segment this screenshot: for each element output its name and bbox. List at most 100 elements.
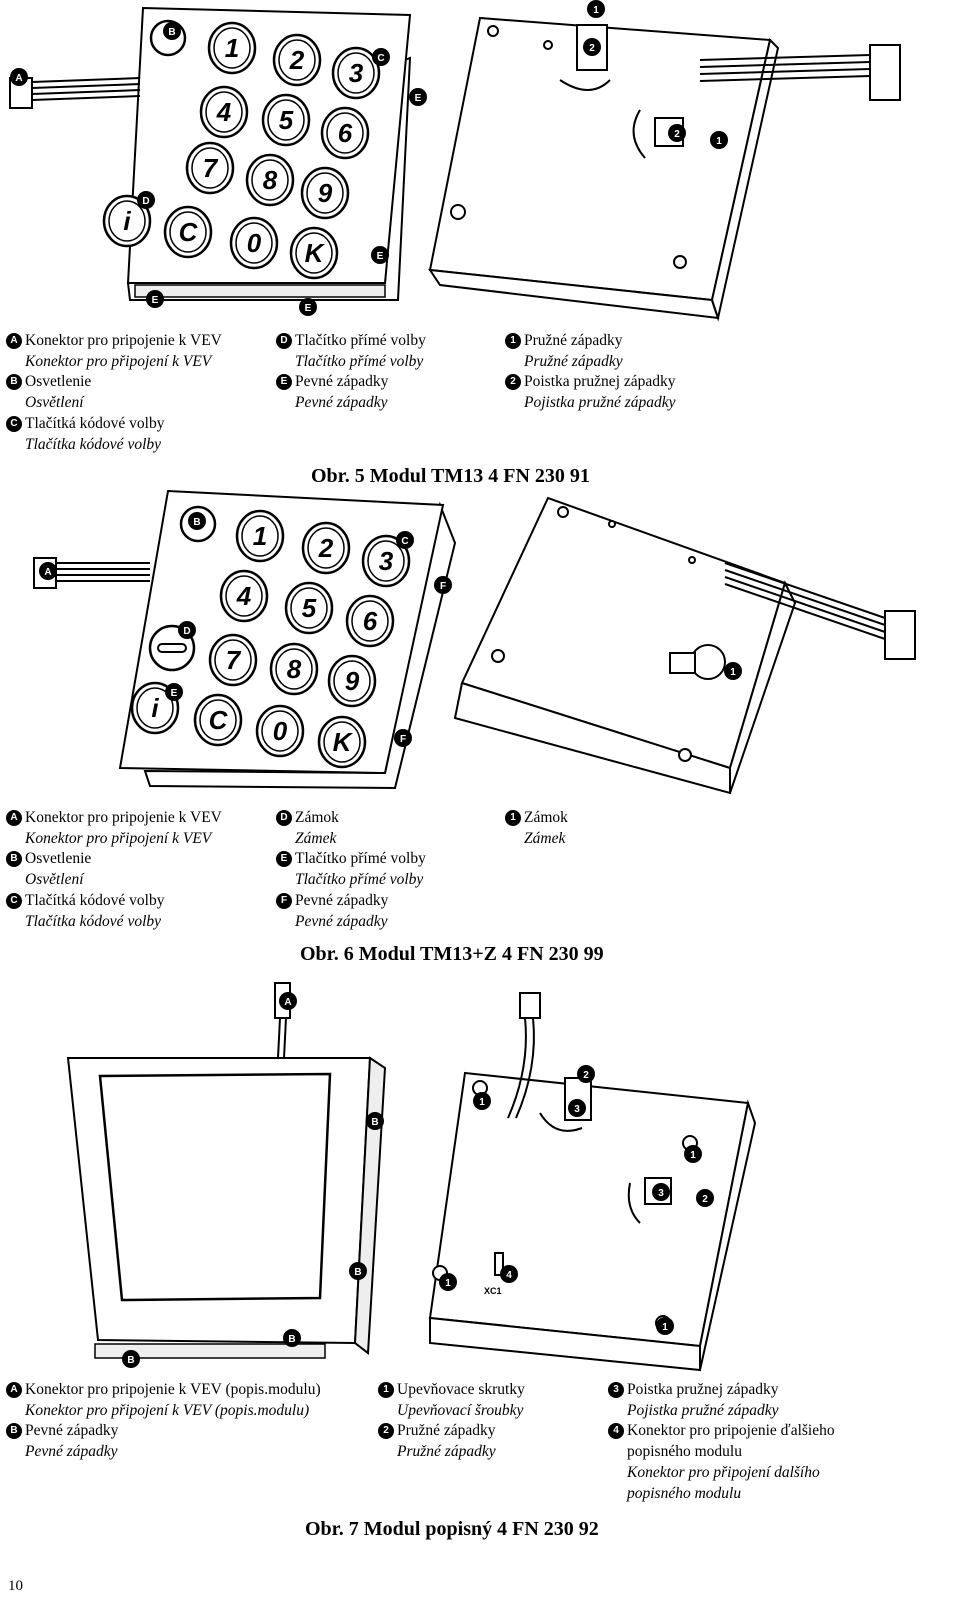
key-button (289, 226, 339, 280)
key-button-rim (323, 721, 361, 763)
key-button-rim (261, 710, 299, 752)
legend-label-sk: Zámok (295, 809, 339, 826)
key-label: 0 (247, 228, 262, 258)
key-button (320, 106, 370, 160)
marker-badge: B (6, 1423, 22, 1440)
legend-label-cz: Tlačítko přímé volby (295, 871, 424, 889)
marker-badge: B (6, 374, 22, 391)
svg-text:1: 1 (593, 5, 599, 16)
svg-text:2: 2 (583, 1070, 589, 1081)
key-label: 4 (216, 97, 232, 127)
key-label: 5 (302, 593, 317, 623)
marker-badge: 4 (608, 1423, 624, 1440)
connector-xc1-label: XC1 (484, 1286, 502, 1296)
svg-text:E: E (415, 93, 422, 104)
key-button (102, 194, 152, 248)
svg-text:1: 1 (662, 1322, 668, 1333)
figure-5-caption: Obr. 5 Modul TM13 4 FN 230 91 (311, 465, 590, 487)
svg-text:B: B (168, 27, 175, 38)
key-button-rim (214, 639, 252, 681)
key-label: 8 (263, 165, 278, 195)
legend-label-cz: Pevné západky (295, 912, 388, 930)
legend-label-cz: Osvětlení (25, 394, 84, 412)
key-label: 6 (363, 606, 378, 636)
legend-label-sk: Konektor pro pripojenie k VEV (popis.mod… (25, 1381, 321, 1398)
marker-badge: B (6, 851, 22, 868)
legend-label-sk: Tlačítká kódové volby (25, 891, 165, 909)
key-button (361, 534, 411, 588)
legend-label-sk: Poistka pružnej západky (627, 1381, 779, 1398)
svg-text:A: A (284, 997, 291, 1008)
key-button (229, 216, 279, 270)
marker-badge: 1 (378, 1382, 394, 1398)
svg-text:C: C (401, 536, 408, 547)
key-label: 8 (287, 654, 302, 684)
figure-7-markers: A B B B B 2 3 1 1 3 2 4 1 1 (122, 992, 714, 1368)
legend-label-sk: Pevné západky (295, 891, 389, 909)
key-label: K (305, 238, 326, 268)
figure-7-drawing: XC1 A B B B B 2 3 1 1 3 2 4 1 1 (66, 982, 757, 1372)
page-number: 10 (8, 1578, 23, 1594)
key-button-rim (326, 112, 364, 154)
marker-badge: F (276, 892, 292, 909)
key-button (269, 642, 319, 696)
svg-text:1: 1 (690, 1150, 696, 1161)
key-button-rim (278, 39, 316, 81)
legend-label-cz: Pružné západky (524, 352, 623, 370)
svg-text:E: E (377, 251, 384, 262)
key-label: i (151, 693, 159, 723)
key-button-rim (267, 99, 305, 141)
key-button (261, 93, 311, 147)
figure-7: XC1 A B B B B 2 3 1 1 3 2 4 1 1 A Konekto… (0, 978, 960, 1578)
legend-label-sk: Konektor pro pripojenie ďalšieho popisné… (627, 1422, 835, 1461)
legend-label-sk: Zámok (524, 809, 568, 826)
svg-text:F: F (400, 734, 406, 745)
rear-module (427, 16, 901, 322)
figure-6-caption: Obr. 6 Modul TM13+Z 4 FN 230 99 (300, 943, 604, 965)
legend-label-cz: Pevné západky (25, 1443, 118, 1461)
key-button (208, 633, 258, 687)
svg-text:2: 2 (589, 43, 595, 54)
key-button-rim (307, 527, 345, 569)
marker-badge: C (6, 892, 22, 909)
svg-text:E: E (152, 295, 159, 306)
key-button (317, 715, 367, 769)
svg-text:D: D (183, 626, 190, 637)
svg-text:F: F (440, 581, 446, 592)
svg-text:1: 1 (716, 136, 722, 147)
legend-label-sk: Upevňovace skrutky (397, 1381, 525, 1398)
svg-text:1: 1 (730, 667, 736, 678)
marker-badge: 3 (608, 1382, 624, 1398)
key-button-rim (333, 660, 371, 702)
key-label: 7 (226, 645, 242, 675)
legend-label-sk: Pevné západky (295, 373, 389, 391)
legend-label-cz: Zámek (524, 829, 566, 847)
figure-6-markers: A B C D E F F 1 (39, 512, 742, 747)
key-button-rim (275, 648, 313, 690)
legend-label-cz: Pevné západky (295, 394, 388, 412)
marker-badge: C (6, 415, 22, 432)
key-label: 0 (273, 716, 288, 746)
legend-label-sk: Tlačítká kódové volby (25, 414, 165, 432)
marker-badge: D (276, 810, 292, 826)
key-button-rim (235, 222, 273, 264)
key-label: 4 (236, 581, 252, 611)
legend-label-cz: Konektor pro připojení dalšího popisného… (627, 1463, 820, 1502)
legend-label-cz: Upevňovací šroubky (397, 1401, 524, 1419)
key-label: 5 (279, 105, 294, 135)
key-button (207, 21, 257, 75)
